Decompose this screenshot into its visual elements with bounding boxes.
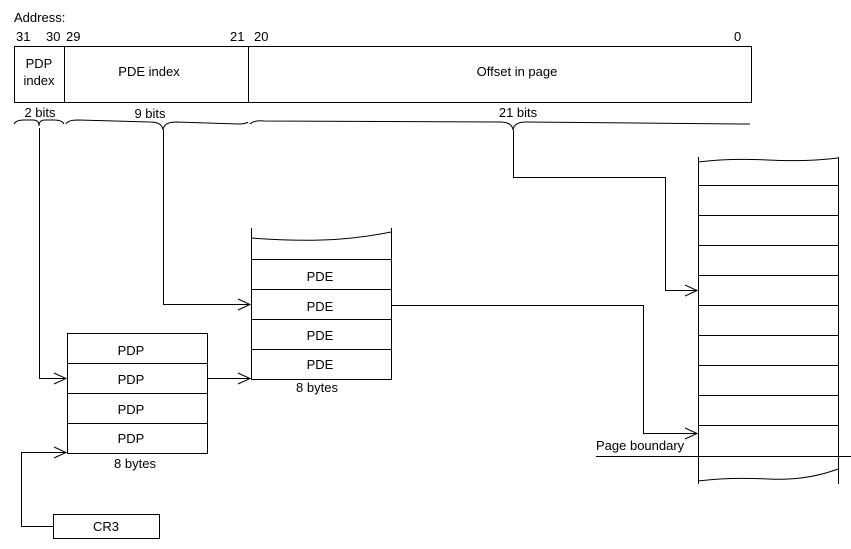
pde-entry: PDE bbox=[307, 328, 334, 343]
pdp-entry-size-label: 8 bytes bbox=[114, 456, 156, 471]
offset-width-brace bbox=[249, 120, 750, 131]
pdp-index-field-line2: index bbox=[23, 73, 55, 88]
pde-width-brace bbox=[65, 119, 249, 131]
address-register: PDP index PDE index Offset in page bbox=[14, 46, 752, 103]
pde-entry-size-label: 8 bytes bbox=[296, 380, 338, 395]
pde-entry: PDE bbox=[307, 299, 334, 314]
arrowhead bbox=[53, 446, 68, 459]
address-register-frame bbox=[14, 46, 752, 103]
arrowhead bbox=[684, 284, 699, 297]
bit-number-31: 31 bbox=[16, 29, 30, 44]
pde-entry: PDE bbox=[307, 357, 334, 372]
offset-width-label: 21 bits bbox=[499, 105, 538, 120]
cr3-label: CR3 bbox=[93, 519, 119, 534]
pde-to-page-connector bbox=[391, 305, 697, 434]
bit-number-0: 0 bbox=[734, 29, 741, 44]
pde-table: PDE PDE PDE PDE bbox=[250, 228, 392, 380]
page-boundary-label: Page boundary bbox=[596, 438, 685, 453]
pde-width-label: 9 bits bbox=[134, 106, 166, 121]
page-bottom-tear bbox=[697, 468, 839, 482]
page-top-tear bbox=[697, 157, 839, 163]
pdp-entry: PDP bbox=[118, 372, 145, 387]
pdp-width-label: 2 bits bbox=[24, 105, 56, 120]
pdp-entry: PDP bbox=[118, 343, 145, 358]
pdp-entry: PDP bbox=[118, 431, 145, 446]
pdp-to-pde-pointer bbox=[208, 372, 252, 385]
pdp-index-field-line1: PDP bbox=[26, 56, 53, 71]
pdp-entry: PDP bbox=[118, 402, 145, 417]
bit-number-29: 29 bbox=[66, 29, 80, 44]
bit-number-30: 30 bbox=[46, 29, 60, 44]
pde-index-pointer bbox=[163, 130, 252, 311]
arrowhead bbox=[237, 372, 252, 385]
pde-to-page-pointer bbox=[391, 305, 699, 440]
offset-pointer bbox=[513, 130, 699, 297]
arrowhead bbox=[684, 427, 699, 440]
pdp-width-brace bbox=[13, 119, 65, 127]
arrowhead bbox=[53, 372, 68, 385]
bit-number-21: 21 bbox=[230, 29, 244, 44]
cr3-connector bbox=[21, 452, 66, 527]
cr3-box bbox=[53, 514, 160, 539]
pdp-table: PDP PDP PDP PDP bbox=[67, 333, 208, 454]
offset-field: Offset in page bbox=[477, 64, 558, 79]
page-frame bbox=[697, 157, 839, 484]
pde-table-top-tear bbox=[250, 231, 392, 241]
arrowhead bbox=[237, 298, 252, 311]
pde-index-connector bbox=[163, 130, 250, 305]
address-label: Address: bbox=[14, 10, 65, 25]
pdp-index-pointer bbox=[39, 128, 68, 385]
pde-entry: PDE bbox=[307, 269, 334, 284]
cr3-pointer bbox=[21, 446, 68, 527]
offset-connector bbox=[513, 130, 697, 291]
cr3-register: CR3 bbox=[53, 514, 160, 539]
pde-index-field: PDE index bbox=[118, 64, 180, 79]
bit-number-20: 20 bbox=[254, 29, 268, 44]
pdp-index-connector bbox=[39, 128, 66, 379]
